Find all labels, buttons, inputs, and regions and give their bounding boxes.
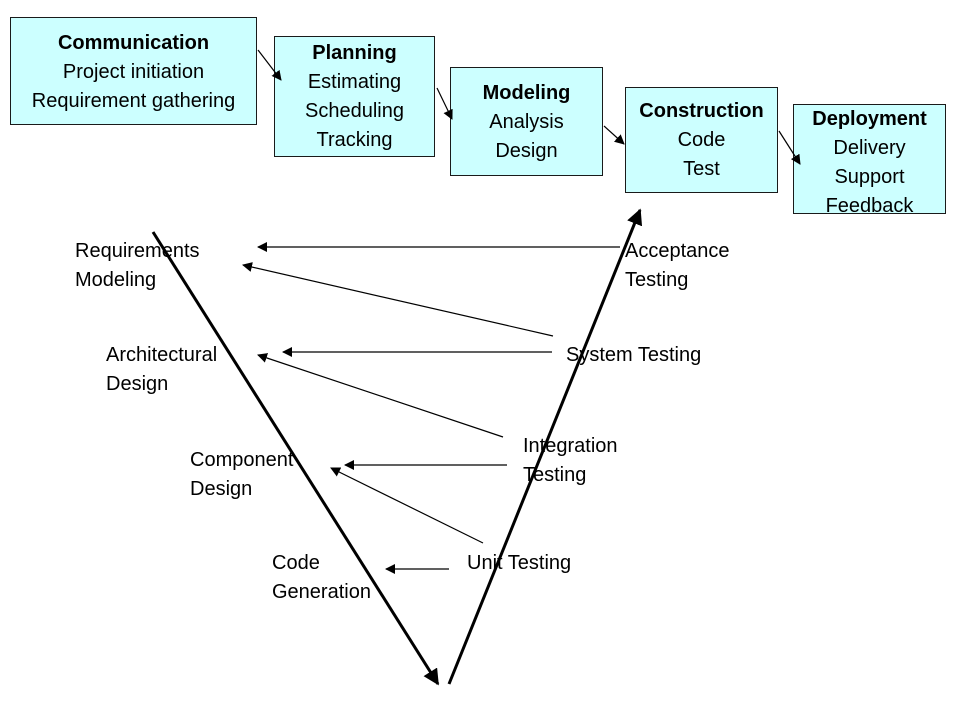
label-line: Requirements — [75, 240, 200, 262]
label-line: Architectural — [106, 344, 218, 366]
label-line: Testing — [523, 464, 587, 486]
verification-arrow — [330, 467, 484, 544]
label-unit-testing: Unit Testing — [467, 549, 571, 578]
label-line: Code — [272, 552, 320, 574]
label-requirements-modeling: Requirements Modeling — [75, 237, 200, 295]
flow-arrow — [778, 130, 801, 165]
label-line: Design — [106, 373, 169, 395]
label-line: Testing — [625, 269, 689, 291]
activity-task: Tracking — [316, 129, 393, 151]
label-component-design: Component Design — [190, 446, 293, 504]
label-code-generation: Code Generation — [272, 549, 371, 607]
activity-task: Analysis — [489, 111, 564, 133]
activity-construction: Construction Code Test — [625, 87, 778, 193]
activity-task: Scheduling — [305, 100, 404, 122]
label-system-testing: System Testing — [566, 341, 701, 370]
verification-arrow — [257, 353, 504, 438]
label-line: Acceptance — [625, 240, 730, 262]
label-line: Component — [190, 449, 294, 471]
activity-title: Modeling — [482, 82, 571, 104]
flow-arrow — [603, 125, 625, 145]
label-line: Modeling — [75, 269, 157, 291]
activity-title: Planning — [312, 42, 397, 64]
activity-title: Communication — [57, 32, 210, 54]
label-line: Design — [190, 478, 253, 500]
flow-arrow — [257, 49, 282, 81]
activity-planning: Planning Estimating Scheduling Tracking — [274, 36, 435, 157]
label-integration-testing: Integration Testing — [523, 432, 618, 490]
label-acceptance-testing: Acceptance Testing — [625, 237, 730, 295]
label-line: System Testing — [566, 344, 702, 366]
activity-task: Feedback — [825, 195, 914, 217]
activity-task: Delivery — [833, 137, 906, 159]
activity-task: Project initiation — [62, 61, 205, 83]
activity-modeling: Modeling Analysis Design — [450, 67, 603, 176]
activity-communication: Communication Project initiation Require… — [10, 17, 257, 125]
v-right-leg-arrow — [447, 208, 643, 685]
v-left-leg-arrow — [151, 231, 440, 686]
flow-arrow — [436, 87, 453, 120]
activity-title: Construction — [639, 100, 764, 122]
label-line: Generation — [272, 581, 371, 603]
activity-task: Code — [677, 129, 726, 151]
activity-task: Design — [495, 140, 558, 162]
activity-task: Test — [683, 158, 720, 180]
label-line: Integration — [523, 435, 618, 457]
activity-task: Support — [834, 166, 905, 188]
label-architectural-design: Architectural Design — [106, 341, 217, 399]
verification-arrow — [242, 262, 554, 337]
label-line: Unit Testing — [467, 552, 572, 574]
activity-title: Deployment — [812, 108, 927, 130]
activity-task: Estimating — [307, 71, 402, 93]
activity-task: Requirement gathering — [31, 90, 236, 112]
activity-deployment: Deployment Delivery Support Feedback — [793, 104, 946, 217]
